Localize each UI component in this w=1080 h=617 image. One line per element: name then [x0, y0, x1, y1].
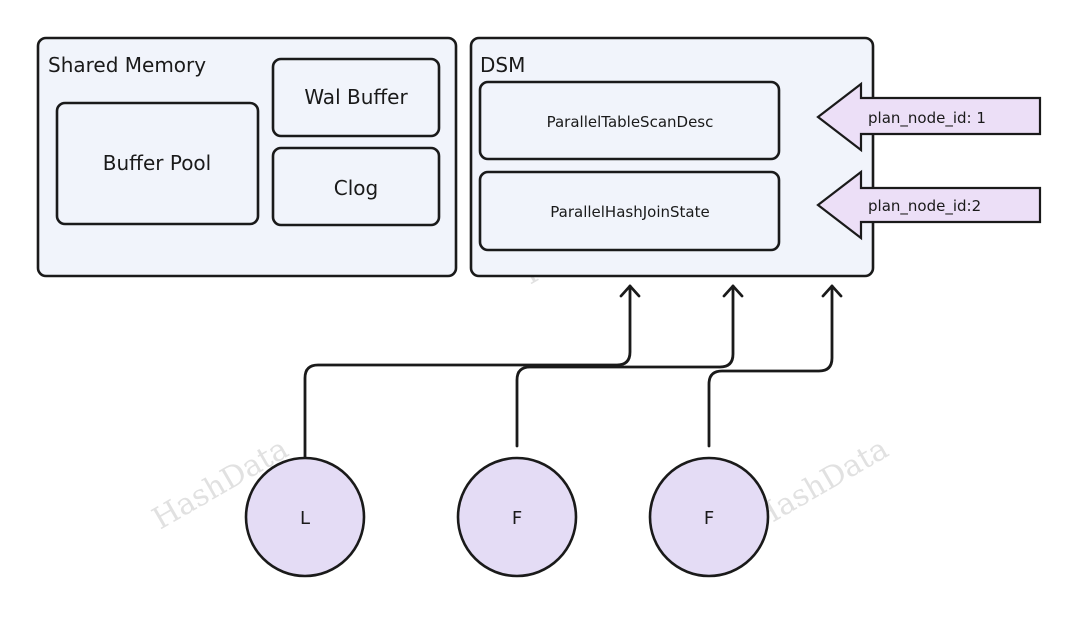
- table-scan-label: ParallelTableScanDesc: [547, 113, 714, 131]
- plan-arrow-2: plan_node_id:2: [816, 169, 1042, 241]
- arrowhead-icon: [619, 284, 641, 298]
- clog-label: Clog: [334, 176, 378, 200]
- hash-join-box: ParallelHashJoinState: [478, 170, 781, 252]
- connector-line-f1: [515, 284, 735, 448]
- shared-memory-container: Shared Memory Buffer Pool Wal Buffer Clo…: [36, 36, 458, 278]
- plan-arrow-1: plan_node_id: 1: [816, 81, 1042, 153]
- wal-buffer-label: Wal Buffer: [304, 85, 408, 109]
- process-label: L: [300, 508, 310, 529]
- plan-arrow-label: plan_node_id: 1: [868, 109, 986, 128]
- dsm-title: DSM: [480, 53, 525, 77]
- process-label: F: [512, 508, 522, 529]
- arrowhead-icon: [821, 284, 843, 298]
- process-leader: L: [244, 456, 366, 578]
- process-follower-2: F: [648, 456, 770, 578]
- connector-line-l: [303, 284, 632, 469]
- arrowhead-icon: [722, 284, 744, 298]
- shared-memory-title: Shared Memory: [48, 53, 206, 77]
- clog-box: Clog: [271, 146, 441, 227]
- buffer-pool-label: Buffer Pool: [103, 151, 211, 175]
- process-label: F: [704, 508, 714, 529]
- connector-line-f2: [707, 284, 834, 448]
- plan-arrow-label: plan_node_id:2: [868, 197, 981, 216]
- hash-join-label: ParallelHashJoinState: [550, 203, 709, 221]
- wal-buffer-box: Wal Buffer: [271, 57, 441, 138]
- buffer-pool-box: Buffer Pool: [55, 101, 260, 226]
- dsm-container: DSM ParallelTableScanDesc ParallelHashJo…: [469, 36, 875, 278]
- table-scan-box: ParallelTableScanDesc: [478, 80, 781, 161]
- connector-lines: [303, 284, 843, 469]
- process-follower-1: F: [456, 456, 578, 578]
